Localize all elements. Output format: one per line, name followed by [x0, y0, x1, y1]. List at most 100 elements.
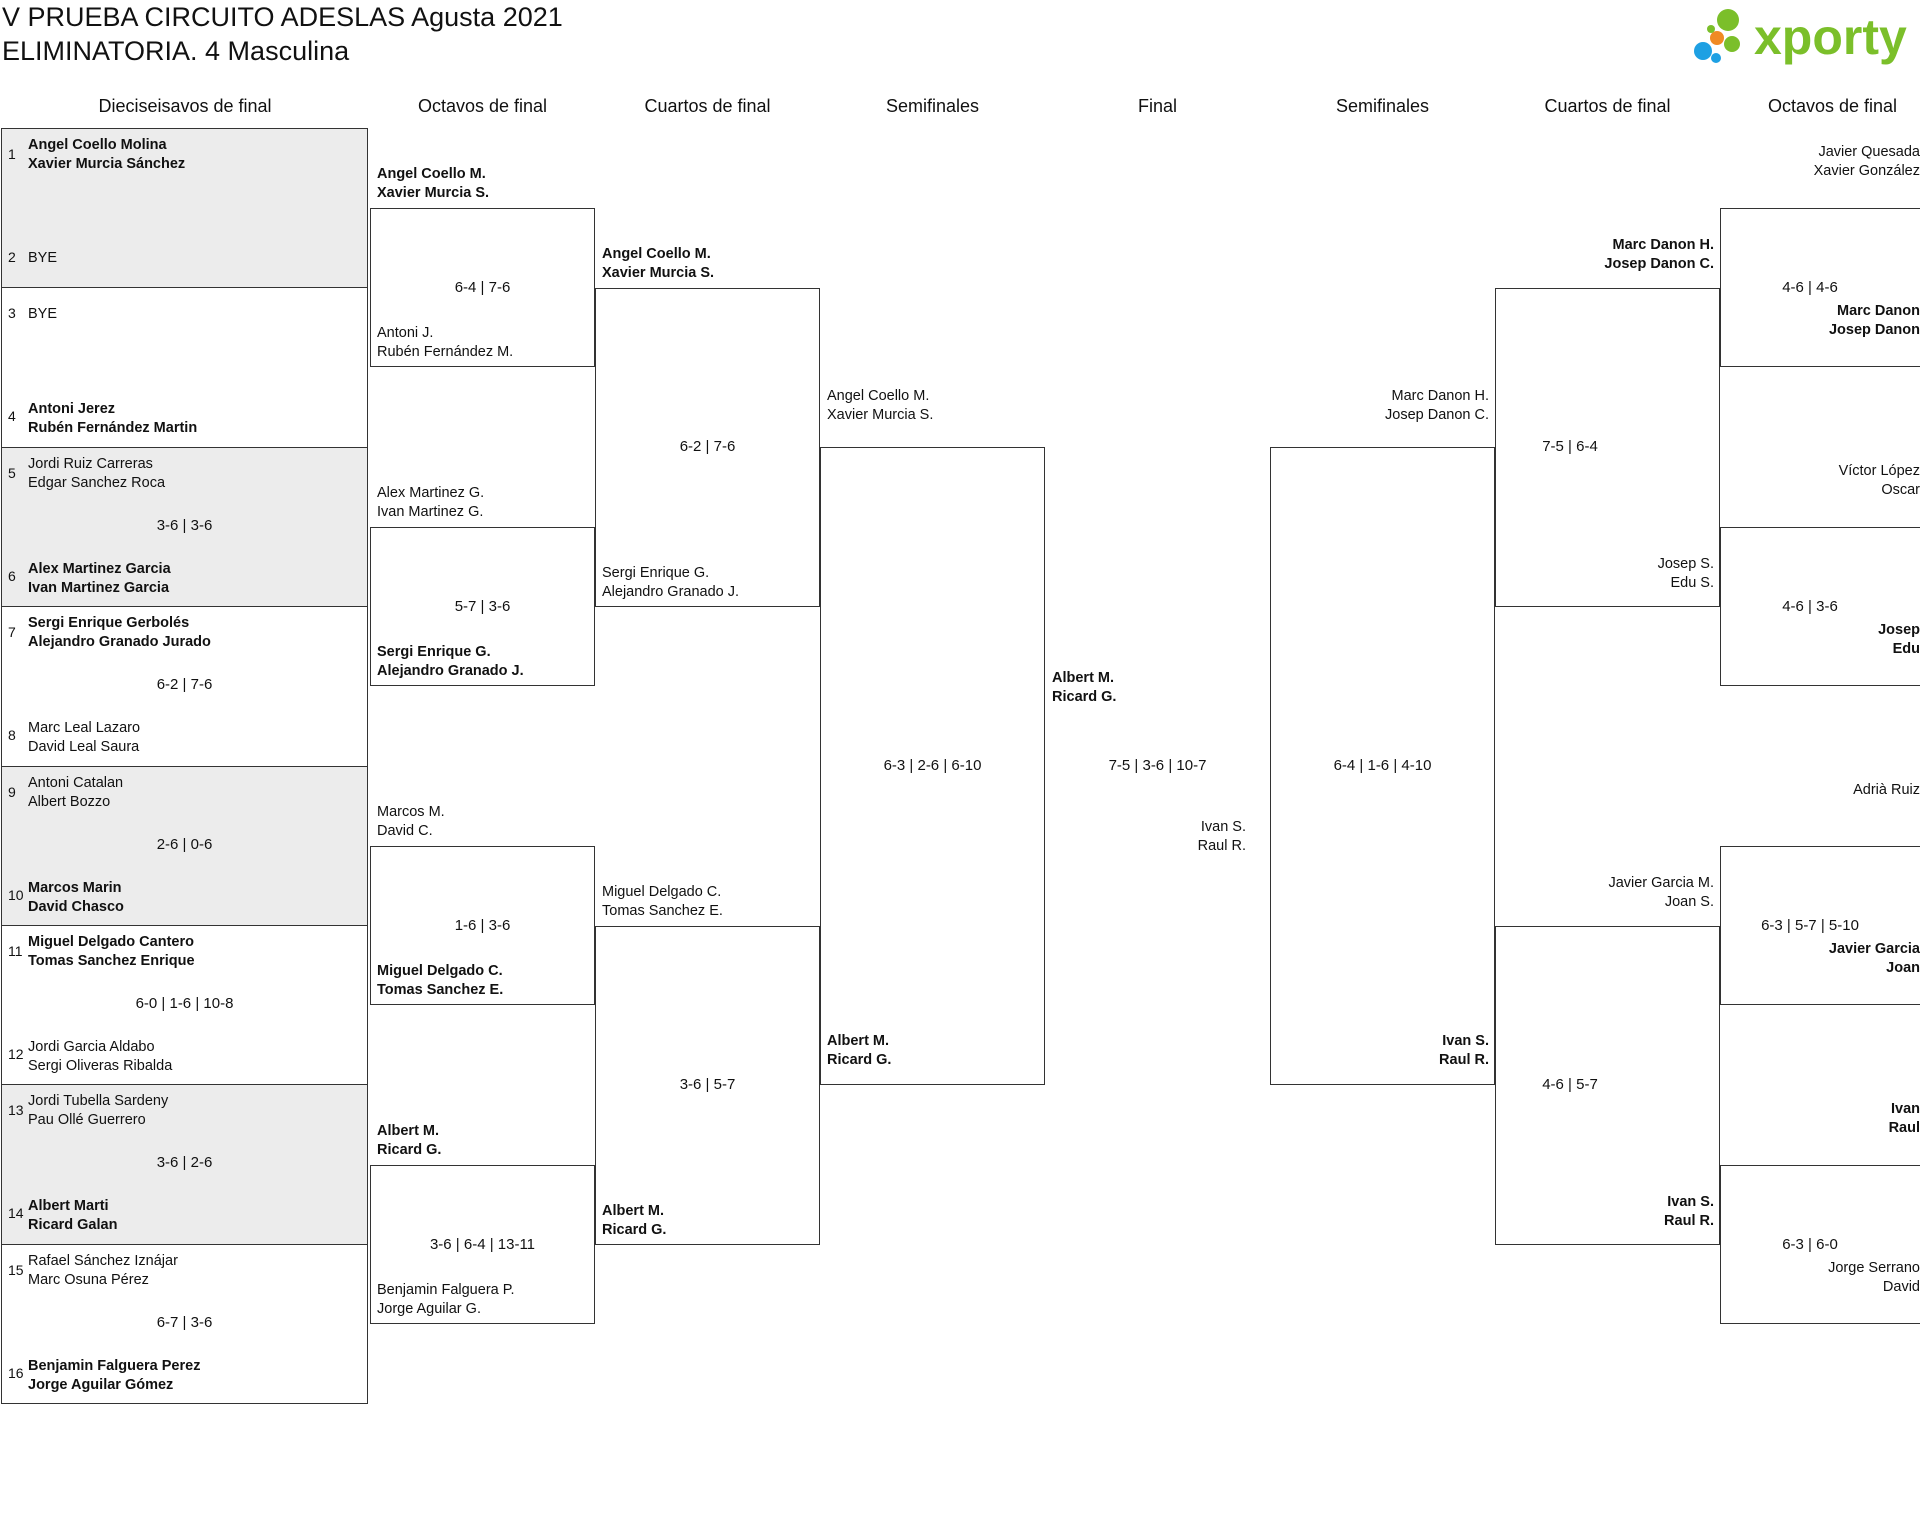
- player-name: Rubén Fernández M.: [377, 344, 514, 361]
- team-a: Marc Danon H. Josep Danon C.: [1385, 387, 1489, 425]
- match-score: 3-6 | 3-6: [156, 516, 213, 534]
- player-name: Benjamin Falguera Perez: [28, 1357, 201, 1374]
- team-a: Marcos M.David C.: [377, 803, 445, 841]
- player-name: Javier Quesada: [1818, 143, 1920, 160]
- player-name: Ivan S.: [1200, 819, 1246, 835]
- player-name: David Chasco: [28, 898, 124, 915]
- player-name: Alejandro Granado J.: [377, 663, 524, 680]
- match-score: 6-3 | 5-7 | 5-10: [1761, 916, 1859, 934]
- match-score: 6-3 | 2-6 | 6-10: [883, 757, 982, 774]
- player-name: Albert Marti: [28, 1198, 109, 1215]
- bracket-connector: [820, 447, 1045, 1085]
- seed-number: 13: [8, 1102, 24, 1119]
- player-name: Ricard G.: [602, 1221, 667, 1238]
- match-score: 4-6 | 3-6: [1782, 597, 1838, 615]
- player-name: Jordi Tubella Sardeny: [28, 1093, 169, 1110]
- team-a: Javier Garcia M.Joan S.: [1608, 874, 1714, 912]
- player-name: Xavier Murcia S.: [602, 264, 715, 281]
- round-header-r16-right: Octavos de final: [1767, 96, 1898, 116]
- player-name: Tomas Sanchez E.: [602, 902, 723, 919]
- player-name: Josep Danon C.: [1604, 255, 1714, 272]
- player-name: Edgar Sanchez Roca: [28, 474, 166, 491]
- player-name: Raul R.: [1664, 1212, 1714, 1229]
- match-score: 4-6 | 4-6: [1782, 278, 1838, 296]
- player-name: Josep Danon: [1828, 322, 1920, 339]
- player-name: Sergi Oliveras Ribalda: [28, 1058, 173, 1074]
- match-score: 1-6 | 3-6: [454, 916, 511, 934]
- player-name: Antoni Catalan: [28, 774, 124, 791]
- match-score: 6-2 | 7-6: [156, 676, 213, 694]
- team-b: Sergi Enrique G. Alejandro Granado J.: [377, 643, 524, 681]
- seed-number: 11: [8, 943, 23, 959]
- team-a: Angel Coello M.Xavier Murcia S.: [377, 165, 489, 203]
- player-name: Marcos Marin: [28, 879, 122, 896]
- player-name: Marc Leal Lazaro: [28, 720, 141, 737]
- round-header-r32: Dieciseisavos de final: [98, 96, 272, 116]
- team-b: Antoni J. Rubén Fernández M.: [377, 324, 513, 362]
- seed-number: 2: [8, 249, 16, 265]
- player-name: Jorge Serrano: [1828, 1260, 1920, 1277]
- player-name: Jordi Garcia Aldabo: [28, 1039, 155, 1055]
- player-name: David Leal Saura: [28, 739, 140, 756]
- player-name: Jordi Ruiz Carreras: [28, 455, 153, 472]
- team-a: Angel Coello M.Xavier Murcia S.: [602, 245, 714, 283]
- player-name: Sergi Enrique G.: [377, 644, 491, 661]
- player-name: Raul: [1888, 1119, 1920, 1136]
- team-left: Albert M.Ricard G.: [1052, 669, 1116, 707]
- player-name: Albert M.: [377, 1122, 440, 1139]
- player-name: David C.: [377, 822, 433, 839]
- bracket-connector: [595, 925, 820, 1245]
- player-name: Albert M.: [827, 1033, 890, 1049]
- team-b: Albert M.Ricard G.: [827, 1032, 891, 1070]
- bracket-connector: [595, 287, 820, 607]
- team-b: Josep S.Edu S.: [1658, 555, 1714, 593]
- team-a: Miguel Delgado C.Tomas Sanchez E.: [602, 883, 723, 921]
- round-header-sf-right: Semifinales: [1335, 96, 1430, 116]
- team-b: Ivan S.Raul R.: [1664, 1193, 1714, 1231]
- bracket-connector: [1720, 1164, 1920, 1325]
- player-name: Víctor López: [1838, 462, 1920, 479]
- player-name: Xavier Murcia Sánchez: [28, 156, 186, 172]
- player-name: Edu S.: [1670, 574, 1714, 591]
- team-b: Sergi Enrique G.Alejandro Granado J.: [602, 564, 739, 602]
- team-b: Ivan S.Raul R.: [1439, 1032, 1489, 1070]
- team-b: Albert M.Ricard G.: [602, 1202, 666, 1240]
- player-name: Angel Coello M.: [377, 165, 486, 182]
- player-name: Joan S.: [1664, 893, 1714, 910]
- bracket-connector: [1720, 526, 1920, 687]
- seed-number: 15: [8, 1261, 24, 1278]
- seed-number: 6: [8, 567, 16, 584]
- player-name: Josep Danon C.: [1385, 407, 1489, 423]
- match-score: 6-0 | 1-6 | 10-8: [135, 995, 234, 1012]
- bracket-connector: [370, 207, 595, 368]
- seed-number: 10: [8, 886, 24, 903]
- player-name: Antoni J.: [377, 325, 434, 342]
- match-score: 2-6 | 0-6: [156, 835, 213, 853]
- player-name: Javier Garcia: [1828, 941, 1920, 958]
- match-score: 3-6 | 5-7: [679, 1076, 736, 1093]
- player-name: Adrià Ruiz: [1853, 781, 1920, 798]
- player-name: Xavier González: [1813, 162, 1920, 179]
- player-name: Marc Danon H.: [1391, 388, 1489, 404]
- round-header-qf-right: Cuartos de final: [1544, 96, 1671, 116]
- player-name: Angel Coello Molina: [28, 137, 167, 153]
- seed-number: 5: [8, 464, 16, 481]
- player-name: Albert Bozzo: [28, 793, 111, 810]
- team-a: Alex Martinez G.Ivan Martinez G.: [377, 484, 484, 522]
- player-name: Sergi Enrique Gerbolés: [28, 615, 190, 632]
